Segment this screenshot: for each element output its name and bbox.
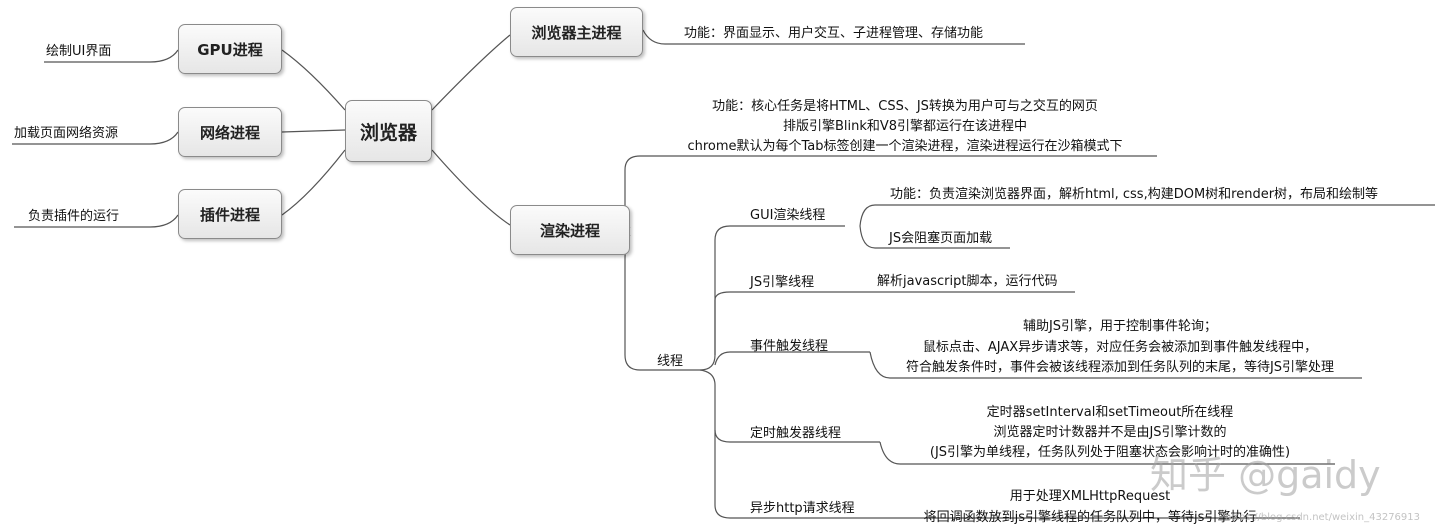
plugin-process-desc: 负责插件的运行 [28,209,120,224]
thread-gui-desc: 功能：负责渲染浏览器界面，解析html, css,构建DOM树和render树，… [890,187,1379,202]
main-process-desc: 功能：界面显示、用户交互、子进程管理、存储功能 [684,26,984,41]
zhihu-watermark: 知乎 @gaidy [1150,453,1381,497]
node-plugin-process[interactable]: 插件进程 [178,189,282,239]
node-label: 浏览器主进程 [531,23,622,42]
thread-event-desc-1: 辅助JS引擎，用于控制事件轮询； [1022,319,1218,334]
node-label: 插件进程 [199,205,260,224]
thread-timer-label: 定时触发器线程 [750,426,842,441]
thread-http-desc-1: 用于处理XMLHttpRequest [1009,489,1171,504]
gpu-process-desc: 绘制UI界面 [46,44,112,59]
thread-event-label: 事件触发线程 [750,339,829,354]
node-network-process[interactable]: 网络进程 [178,107,282,157]
thread-http-desc-2: 将回调函数放到js引擎线程的任务队列中，等待js引擎执行 [923,510,1257,525]
node-label: 网络进程 [199,123,260,142]
render-desc-line-3: chrome默认为每个Tab标签创建一个渲染进程，渲染进程运行在沙箱模式下 [687,139,1123,154]
node-browser-main-process[interactable]: 浏览器主进程 [510,7,643,57]
source-watermark: https://blog.csdn.net/weixin_43276913 [1225,512,1421,523]
thread-timer-desc-2: 浏览器定时计数器并不是由JS引擎计数的 [993,425,1227,440]
thread-event-desc-3: 符合触发条件时，事件会被该线程添加到任务队列的末尾，等待JS引擎处理 [905,360,1335,375]
thread-gui-label: GUI渲染线程 [750,208,826,223]
node-gpu-process[interactable]: GPU进程 [178,24,282,74]
network-process-desc: 加载页面网络资源 [14,126,119,141]
thread-js-desc: 解析javascript脚本，运行代码 [877,274,1058,289]
thread-timer-desc-1: 定时器setInterval和setTimeout所在线程 [986,405,1234,420]
node-label: GPU进程 [197,40,263,59]
render-desc-line-1: 功能：核心任务是将HTML、CSS、JS转换为用户可与之交互的网页 [712,99,1098,114]
root-node-browser[interactable]: 浏览器 [345,100,432,162]
thread-js-label: JS引擎线程 [750,275,815,290]
thread-event-desc-2: 鼠标点击、AJAX异步请求等，对应任务会被添加到事件触发线程中， [922,340,1318,355]
thread-timer-desc-3: (JS引擎为单线程，任务队列处于阻塞状态会影响计时的准确性) [929,445,1291,460]
node-render-process[interactable]: 渲染进程 [510,205,630,255]
render-desc-line-2: 排版引擎Blink和V8引擎都运行在该进程中 [782,119,1028,134]
thread-gui-block-note: JS会阻塞页面加载 [889,231,993,246]
root-label: 浏览器 [359,121,417,144]
thread-http-label: 异步http请求线程 [750,501,855,516]
node-label: 渲染进程 [539,221,600,240]
threads-label: 线程 [657,354,684,369]
